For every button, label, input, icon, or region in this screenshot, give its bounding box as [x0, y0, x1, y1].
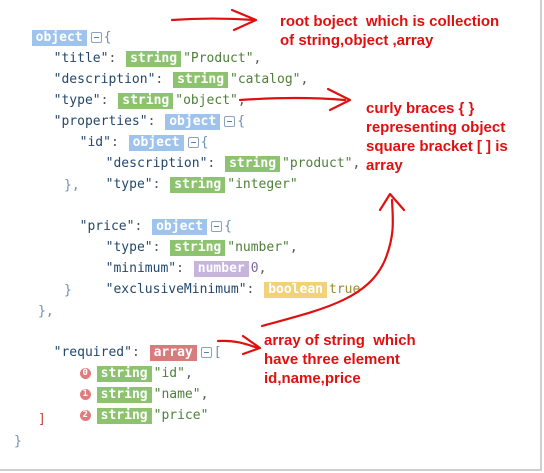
braces-annotation: curly braces { } representing object squ… — [366, 100, 508, 174]
collapse-toggle-icon[interactable] — [90, 32, 102, 43]
collapse-toggle-icon[interactable] — [187, 137, 199, 148]
type-badge-object: object — [152, 218, 208, 235]
property-value: true — [329, 282, 361, 297]
type-badge-string: string — [170, 239, 226, 256]
array-item-value: "id" — [153, 366, 185, 381]
array-index-badge: 0 — [79, 368, 91, 379]
type-badge-string: string — [96, 407, 152, 424]
type-row: "type": string"object", — [53, 92, 246, 109]
array-item-value: "name" — [153, 387, 201, 402]
type-badge-string: string — [225, 155, 281, 172]
brace-open: { — [103, 30, 112, 45]
id-row: "id": object{ — [79, 134, 209, 151]
property-value: "product" — [282, 156, 353, 171]
collapse-toggle-icon[interactable] — [200, 347, 212, 358]
property-key: "type" — [105, 240, 153, 255]
property-key: "description" — [105, 156, 208, 171]
array-index-badge: 1 — [79, 389, 91, 400]
required-arrow-icon — [216, 339, 260, 350]
property-key: "minimum" — [105, 261, 177, 276]
price-close: } — [64, 283, 72, 298]
type-badge-object: object — [128, 134, 184, 151]
property-key: "exclusiveMinimum" — [105, 282, 247, 297]
type-badge-object: object — [165, 113, 221, 130]
type-badge-number: number — [193, 260, 249, 277]
property-value: "object" — [175, 93, 238, 108]
property-value: "catalog" — [230, 72, 301, 87]
property-key: "required" — [53, 345, 132, 360]
id-close: }, — [64, 178, 80, 193]
type-badge-string: string — [96, 386, 152, 403]
property-key: "properties" — [53, 114, 148, 129]
root-close: } — [14, 434, 22, 449]
properties-arrow-icon — [238, 97, 347, 102]
array-item-value: "price" — [153, 408, 209, 423]
id-type-row: "type": string"integer" — [105, 176, 298, 193]
property-value: 0 — [250, 261, 259, 276]
array-item: 2 string"price" — [64, 386, 208, 424]
property-key: "id" — [79, 135, 111, 150]
property-key: "description" — [53, 72, 156, 87]
type-badge-object: object — [31, 29, 87, 46]
price-row: "price": object{ — [79, 218, 232, 235]
type-badge-string: string — [118, 92, 174, 109]
property-key: "type" — [105, 177, 153, 192]
collapse-toggle-icon[interactable] — [211, 221, 223, 232]
array-index-badge: 2 — [79, 410, 91, 421]
array-annotation: array of string which have three element… — [264, 332, 416, 387]
id-description-row: "description": string"product", — [105, 155, 361, 172]
description-row: "description": string"catalog", — [53, 71, 309, 88]
type-badge-string: string — [96, 365, 152, 382]
required-close: ] — [38, 412, 46, 427]
type-badge-string: string — [126, 50, 182, 67]
required-row: "required": array[ — [53, 344, 222, 361]
price-type-row: "type": string"number", — [105, 239, 298, 256]
property-value: "Product" — [183, 51, 254, 66]
property-key: "type" — [53, 93, 101, 108]
properties-close: }, — [38, 304, 54, 319]
collapse-toggle-icon[interactable] — [224, 116, 236, 127]
type-badge-string: string — [173, 71, 229, 88]
property-value: "number" — [227, 240, 290, 255]
property-key: "price" — [79, 219, 135, 234]
root-object-annotation: root boject which is collection of strin… — [280, 13, 500, 49]
root-arrow-icon — [170, 17, 257, 22]
type-badge-boolean: boolean — [264, 281, 327, 298]
properties-row: "properties": object{ — [53, 113, 246, 130]
property-value: "integer" — [227, 177, 298, 192]
type-badge-array: array — [149, 344, 197, 361]
type-badge-string: string — [170, 176, 226, 193]
root-object-line: object { — [14, 8, 111, 46]
title-row: "title": string"Product", — [53, 50, 262, 67]
curved-arrow-icon — [260, 198, 394, 328]
property-key: "title" — [53, 51, 109, 66]
